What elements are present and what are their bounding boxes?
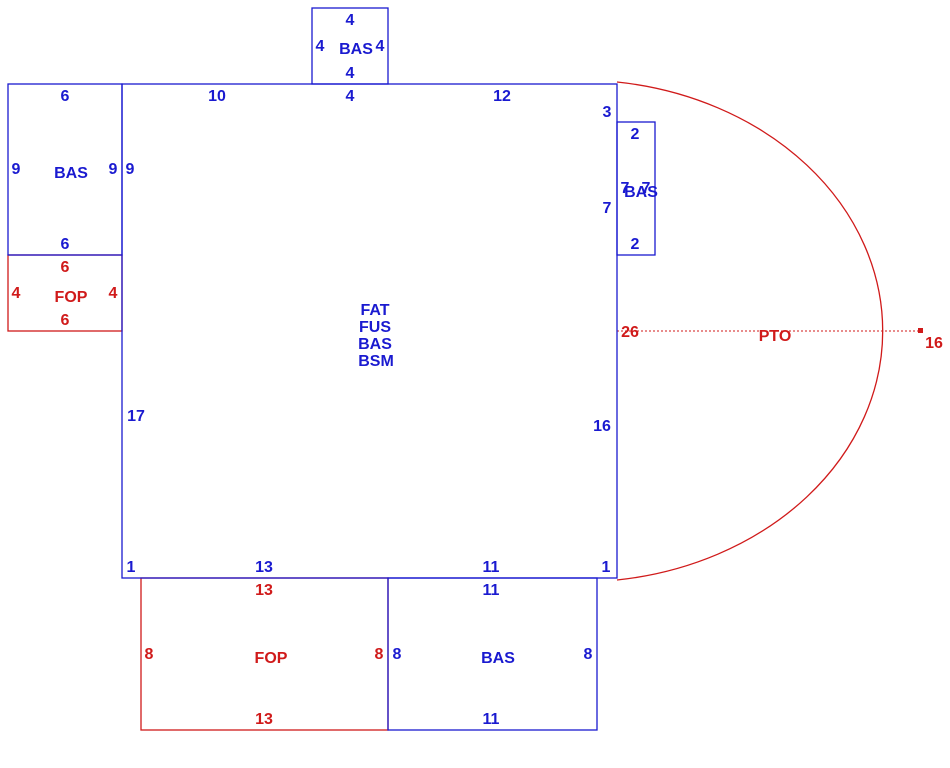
bottom-bas-dim-top: 11: [483, 582, 500, 599]
bottom-fop-dim-right: 8: [375, 646, 384, 663]
right-bas-outline: [616, 121, 656, 256]
left-fop-dim-left: 4: [12, 285, 21, 302]
left-fop-code: FOP: [55, 289, 88, 306]
main-dim-bottom-right: 11: [483, 559, 500, 576]
main-dim-right-upper: 3: [603, 104, 612, 121]
left-fop-dim-top: 6: [61, 259, 70, 276]
right-bas-code: BAS: [624, 184, 658, 201]
main-dim-left: 17: [127, 408, 145, 425]
right-bas-dim-top: 2: [631, 126, 640, 143]
pto-dim-radius: 16: [925, 335, 943, 352]
bottom-fop-dim-left: 8: [145, 646, 154, 663]
main-code-3: BAS: [358, 336, 392, 353]
main-code-4: BSM: [358, 353, 394, 370]
main-dim-right: 16: [593, 418, 611, 435]
main-dim-top-left: 10: [208, 88, 226, 105]
main-corner-bl: 1: [127, 559, 136, 576]
left-bas-dim-top: 6: [61, 88, 70, 105]
main-dim-top-mid: 4: [346, 88, 355, 105]
top-bas-dim-right: 4: [376, 38, 385, 55]
main-dim-bottom-left: 13: [255, 559, 273, 576]
bottom-fop-dim-bottom: 13: [255, 711, 273, 728]
pto-center-marker: [918, 328, 923, 333]
left-bas-dim-right: 9: [109, 161, 118, 178]
left-fop-dim-right: 4: [109, 285, 118, 302]
top-bas-dim-bottom: 4: [346, 65, 355, 82]
bottom-bas-outline: [387, 577, 598, 731]
right-bas-dim-right: 7: [642, 180, 651, 197]
top-bas-code: BAS: [339, 41, 373, 58]
right-bas-dim-left: 7: [621, 180, 630, 197]
main-corner-br: 1: [602, 559, 611, 576]
bottom-fop-code: FOP: [255, 650, 288, 667]
top-bas-dim-top: 4: [346, 12, 355, 29]
main-dim-top-right: 12: [493, 88, 511, 105]
main-dim-right-lower: 7: [603, 200, 612, 217]
top-bas-outline: [311, 7, 389, 85]
pto-dim-diameter: 26: [621, 324, 639, 341]
right-bas-dim-bottom: 2: [631, 236, 640, 253]
left-fop-dim-bottom: 6: [61, 312, 70, 329]
left-bas-dim-bottom: 6: [61, 236, 70, 253]
main-code-1: FAT: [360, 302, 389, 319]
bottom-bas-dim-bottom: 11: [483, 711, 500, 728]
bottom-bas-dim-right: 8: [584, 646, 593, 663]
left-bas-dim-left: 9: [12, 161, 21, 178]
top-bas-dim-left: 4: [316, 38, 325, 55]
bottom-fop-dim-top: 13: [255, 582, 273, 599]
bottom-bas-code: BAS: [481, 650, 515, 667]
pto-code: PTO: [759, 328, 792, 345]
main-dim-left-upper: 9: [126, 161, 135, 178]
left-bas-outline: [7, 83, 123, 256]
bottom-bas-dim-left: 8: [393, 646, 402, 663]
left-bas-code: BAS: [54, 165, 88, 182]
main-code-2: FUS: [359, 319, 391, 336]
